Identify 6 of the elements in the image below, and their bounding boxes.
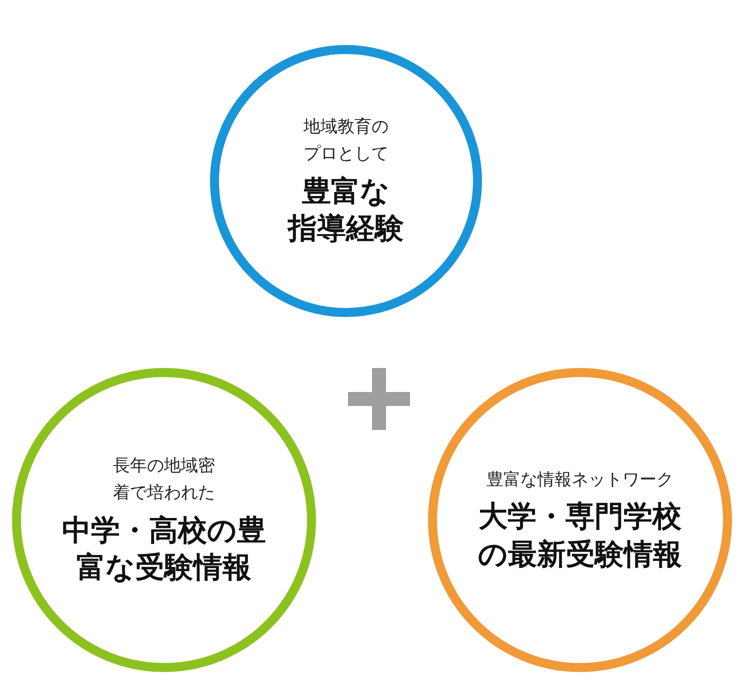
subtitle-text: 豊富な情報ネットワーク bbox=[485, 468, 674, 492]
heading-text: 大学・専門学校の最新受験情報 bbox=[477, 498, 683, 573]
subtitle-text: 長年の地域密着で培われた bbox=[112, 455, 216, 506]
heading-text: 豊富な指導経験 bbox=[286, 172, 405, 248]
heading-text: 中学・高校の豊富な受験情報 bbox=[60, 512, 267, 586]
subtitle-text: 地域教育のプロとして bbox=[302, 116, 390, 166]
